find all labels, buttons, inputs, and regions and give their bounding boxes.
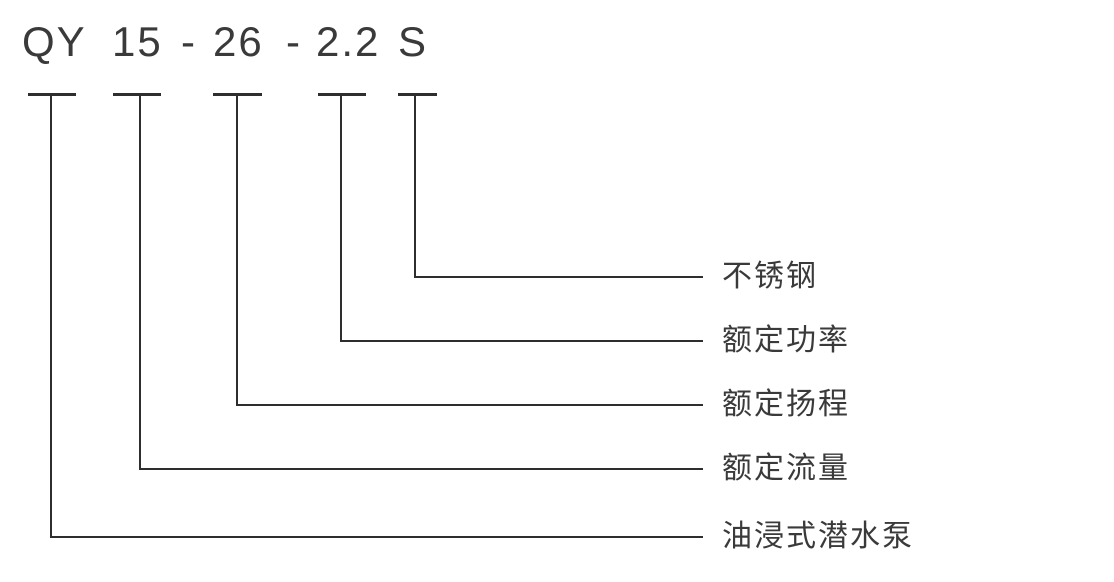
- connector-vertical-flow: [139, 93, 141, 470]
- legend-label-power: 额定功率: [722, 324, 850, 357]
- connector-leader-material: [414, 276, 703, 278]
- legend-label-qy: 油浸式潜水泵: [722, 520, 914, 553]
- connector-leader-head: [236, 404, 703, 406]
- model-segment-dash2: -: [286, 18, 302, 65]
- connector-vertical-qy: [50, 93, 52, 538]
- connector-vertical-power: [340, 93, 342, 342]
- connector-leader-qy: [50, 536, 703, 538]
- tick-flow: [113, 93, 161, 96]
- model-segment-flow: 15: [112, 18, 163, 65]
- legend-label-flow: 额定流量: [722, 452, 850, 485]
- legend-label-material: 不锈钢: [722, 260, 818, 293]
- model-segment-power: 2.2: [316, 18, 381, 65]
- connector-leader-flow: [139, 468, 703, 470]
- connector-leader-power: [340, 340, 703, 342]
- model-segment-head: 26: [213, 18, 264, 65]
- connector-vertical-material: [414, 93, 416, 278]
- model-segment-material: S: [398, 18, 429, 65]
- tick-material: [398, 93, 437, 96]
- model-segment-dash1: -: [181, 18, 197, 65]
- connector-vertical-head: [236, 93, 238, 406]
- legend-label-head: 额定扬程: [722, 388, 850, 421]
- tick-qy: [28, 93, 76, 96]
- tick-power: [318, 93, 366, 96]
- model-segment-qy: QY: [22, 18, 87, 65]
